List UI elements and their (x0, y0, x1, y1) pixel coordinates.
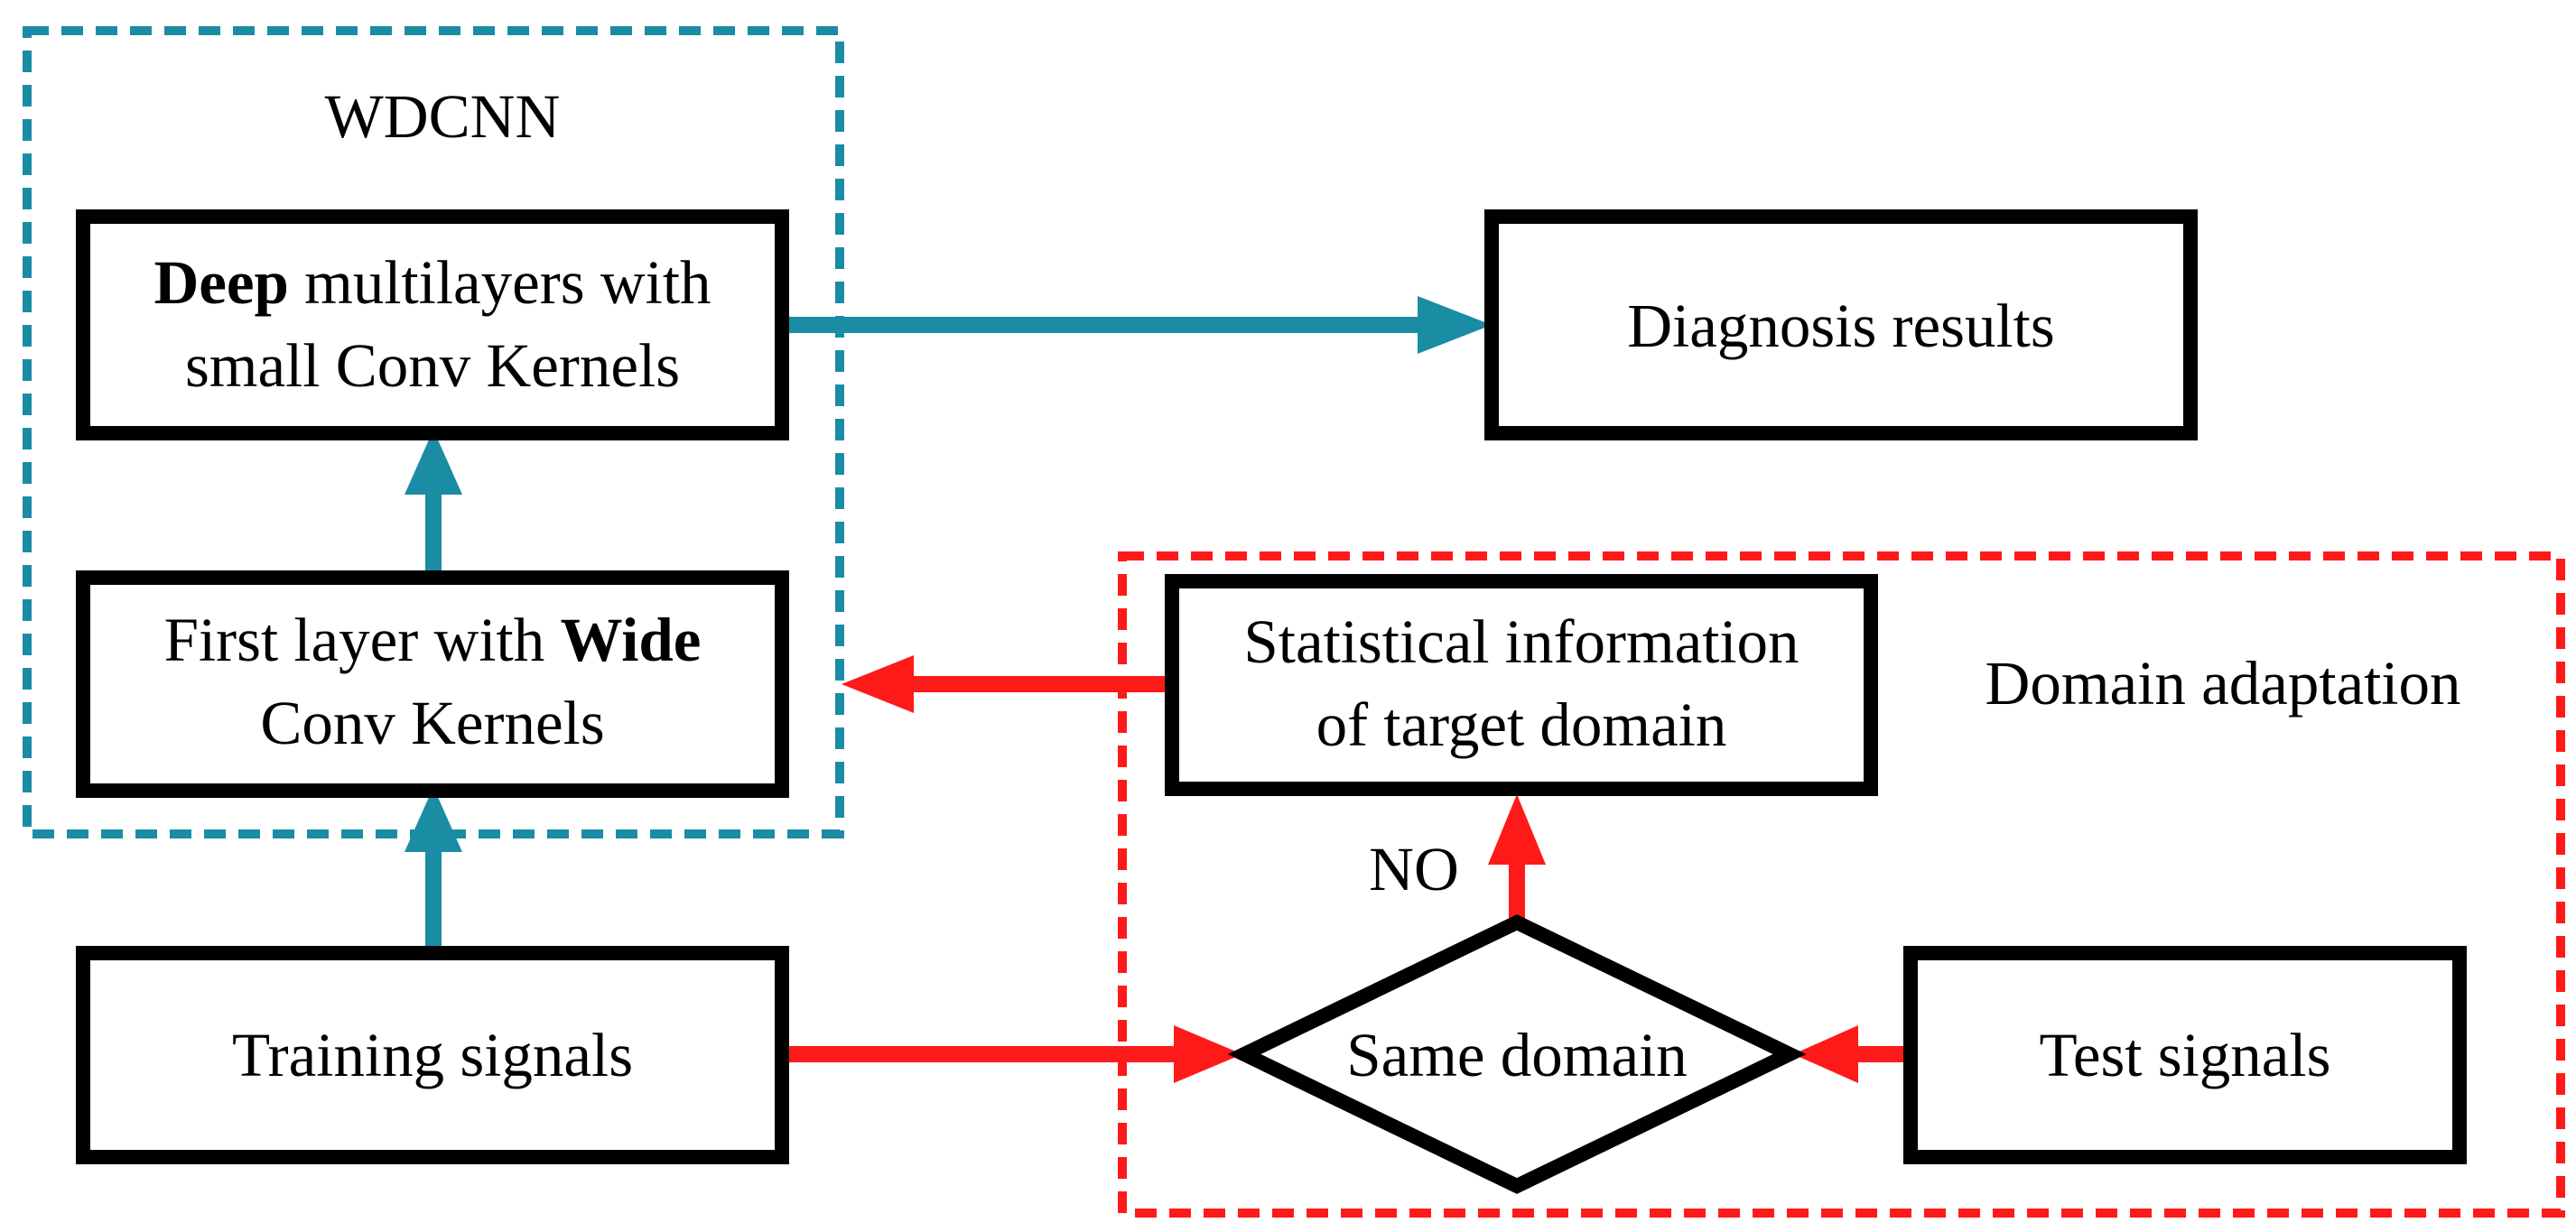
node-diagnosis-label: Diagnosis results (1627, 292, 2054, 360)
domain-adaptation-group-border (1118, 551, 2565, 1218)
node-diagnosis-results: Diagnosis results (1484, 209, 2198, 440)
connector-test-to-same-domain (1793, 1025, 1911, 1083)
edge-label-no: NO (1369, 835, 1459, 903)
wdcnn-group-border (23, 26, 844, 838)
node-statistical-line2: of target domain (1316, 690, 1727, 759)
domain-adaptation-group-label: Domain adaptation (1985, 649, 2461, 718)
node-deep-multilayers: Deep multilayers with small Conv Kernels (76, 209, 789, 440)
connector-training-to-same-domain (782, 1025, 1242, 1083)
node-same-domain-decision: Same domain (1227, 914, 1807, 1194)
node-deep-line1: Deep multilayers with (153, 248, 711, 317)
node-test-label: Test signals (2040, 1021, 2331, 1089)
connector-statistical-to-first (842, 655, 1172, 713)
connector-deep-to-diagnosis (782, 296, 1492, 354)
node-same-domain-label: Same domain (1346, 1021, 1688, 1089)
connector-first-to-deep (405, 430, 462, 583)
node-first-line2: Conv Kernels (260, 689, 604, 757)
node-first-layer: First layer with Wide Conv Kernels (76, 570, 789, 798)
node-deep-line2: small Conv Kernels (185, 331, 680, 400)
node-training-label: Training signals (232, 1021, 633, 1089)
node-statistical-information: Statistical information of target domain (1165, 574, 1878, 796)
node-test-signals: Test signals (1903, 946, 2467, 1164)
connector-training-to-first (405, 787, 462, 957)
node-first-line1: First layer with Wide (164, 606, 702, 674)
connector-same-domain-to-statistical (1488, 794, 1546, 924)
node-statistical-line1: Statistical information (1243, 607, 1799, 676)
wdcnn-group-label: WDCNN (325, 82, 561, 151)
node-training-signals: Training signals (76, 946, 789, 1164)
